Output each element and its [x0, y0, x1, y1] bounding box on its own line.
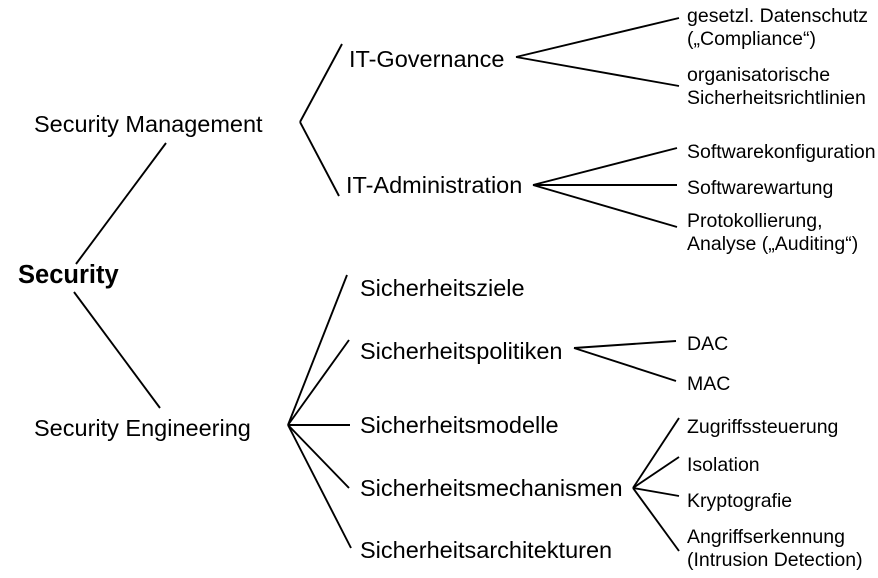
edge-mechanismen-to-isolation [632, 456, 680, 489]
leaf-kryptografie-line1: Kryptografie [687, 490, 792, 512]
leaf-protokollierung-line1: Protokollierung, [687, 210, 823, 232]
edge-politiken-to-dac [573, 340, 677, 349]
edge-itgov-to-organisatorische-richtlinien [515, 56, 680, 87]
leaf-zugriffssteuerung[interactable]: Zugriffssteuerung [687, 416, 838, 438]
leaf-gesetzl-datenschutz[interactable]: gesetzl. Datenschutz („Compliance“) [687, 5, 868, 50]
leaf-dac[interactable]: DAC [687, 333, 728, 355]
edge-se-to-sicherheitsarchitekturen [287, 424, 352, 549]
edges-it-administration-fan [532, 147, 678, 228]
node-security-management[interactable]: Security Management [34, 111, 263, 137]
edge-security-to-security-engineering [73, 291, 161, 409]
leaf-isolation-line1: Isolation [687, 454, 760, 476]
leaf-softwarekonfiguration-line1: Softwarekonfiguration [687, 141, 876, 163]
leaf-softwarewartung-line1: Softwarewartung [687, 177, 833, 199]
leaf-protokollierung-analyse[interactable]: Protokollierung, Analyse („Auditing“) [687, 210, 858, 255]
node-security-engineering[interactable]: Security Engineering [34, 415, 251, 441]
leaf-softwarewartung[interactable]: Softwarewartung [687, 177, 833, 199]
edge-itgov-to-gesetzl-datenschutz [515, 17, 680, 58]
edges-sicherheitsmechanismen-fan [632, 417, 680, 552]
leaf-gesetzl-datenschutz-line2: („Compliance“) [687, 28, 816, 50]
edge-se-to-sicherheitsziele [287, 274, 348, 426]
edges-sicherheitspolitiken-fan [573, 340, 677, 382]
node-it-governance[interactable]: IT-Governance [349, 46, 504, 72]
node-sicherheitspolitiken[interactable]: Sicherheitspolitiken [360, 338, 562, 364]
edge-se-to-sicherheitspolitiken [287, 339, 350, 426]
leaf-organisatorische-line1: organisatorische [687, 64, 830, 86]
leaf-mac[interactable]: MAC [687, 373, 730, 395]
edge-itadmin-to-softwarekonfiguration [532, 147, 678, 186]
leaf-mac-line1: MAC [687, 373, 730, 395]
leaf-gesetzl-datenschutz-line1: gesetzl. Datenschutz [687, 5, 868, 27]
leaf-softwarekonfiguration[interactable]: Softwarekonfiguration [687, 141, 876, 163]
edges-security-management-fan [299, 43, 343, 197]
edges-security-engineering-fan [287, 274, 352, 549]
leaf-kryptografie[interactable]: Kryptografie [687, 490, 792, 512]
node-sicherheitsziele[interactable]: Sicherheitsziele [360, 275, 525, 301]
leaf-protokollierung-line2: Analyse („Auditing“) [687, 233, 858, 255]
leaf-angriffserkennung-line1: Angriffserkennung [687, 526, 845, 548]
node-security[interactable]: Security [18, 261, 119, 289]
edges-root-to-level1 [73, 142, 167, 409]
leaf-dac-line1: DAC [687, 333, 728, 355]
edge-se-to-sicherheitsmechanismen [287, 424, 350, 489]
leaf-isolation[interactable]: Isolation [687, 454, 760, 476]
edge-security-to-security-management [75, 142, 167, 265]
leaf-organisatorische-line2: Sicherheitsrichtlinien [687, 87, 866, 109]
edge-mechanismen-to-angriffserkennung [632, 487, 680, 552]
edges-it-governance-fan [515, 17, 680, 87]
leaf-zugriffssteuerung-line1: Zugriffssteuerung [687, 416, 838, 438]
leaf-angriffserkennung[interactable]: Angriffserkennung (Intrusion Detection) [687, 526, 863, 571]
leaf-angriffserkennung-line2: (Intrusion Detection) [687, 549, 863, 571]
edge-itadmin-to-protokollierung [532, 184, 678, 228]
edge-mechanismen-to-kryptografie [632, 487, 680, 497]
edge-politiken-to-mac [573, 347, 677, 382]
edge-sm-to-it-administration [299, 121, 340, 197]
edge-mechanismen-to-zugriffssteuerung [632, 417, 680, 489]
edge-sm-to-it-governance [299, 43, 343, 123]
leaf-organisatorische-sicherheitsrichtlinien[interactable]: organisatorische Sicherheitsrichtlinien [687, 64, 866, 109]
node-sicherheitsarchitekturen[interactable]: Sicherheitsarchitekturen [360, 537, 612, 563]
node-sicherheitsmodelle[interactable]: Sicherheitsmodelle [360, 412, 559, 438]
node-sicherheitsmechanismen[interactable]: Sicherheitsmechanismen [360, 475, 623, 501]
node-it-administration[interactable]: IT-Administration [346, 172, 522, 198]
